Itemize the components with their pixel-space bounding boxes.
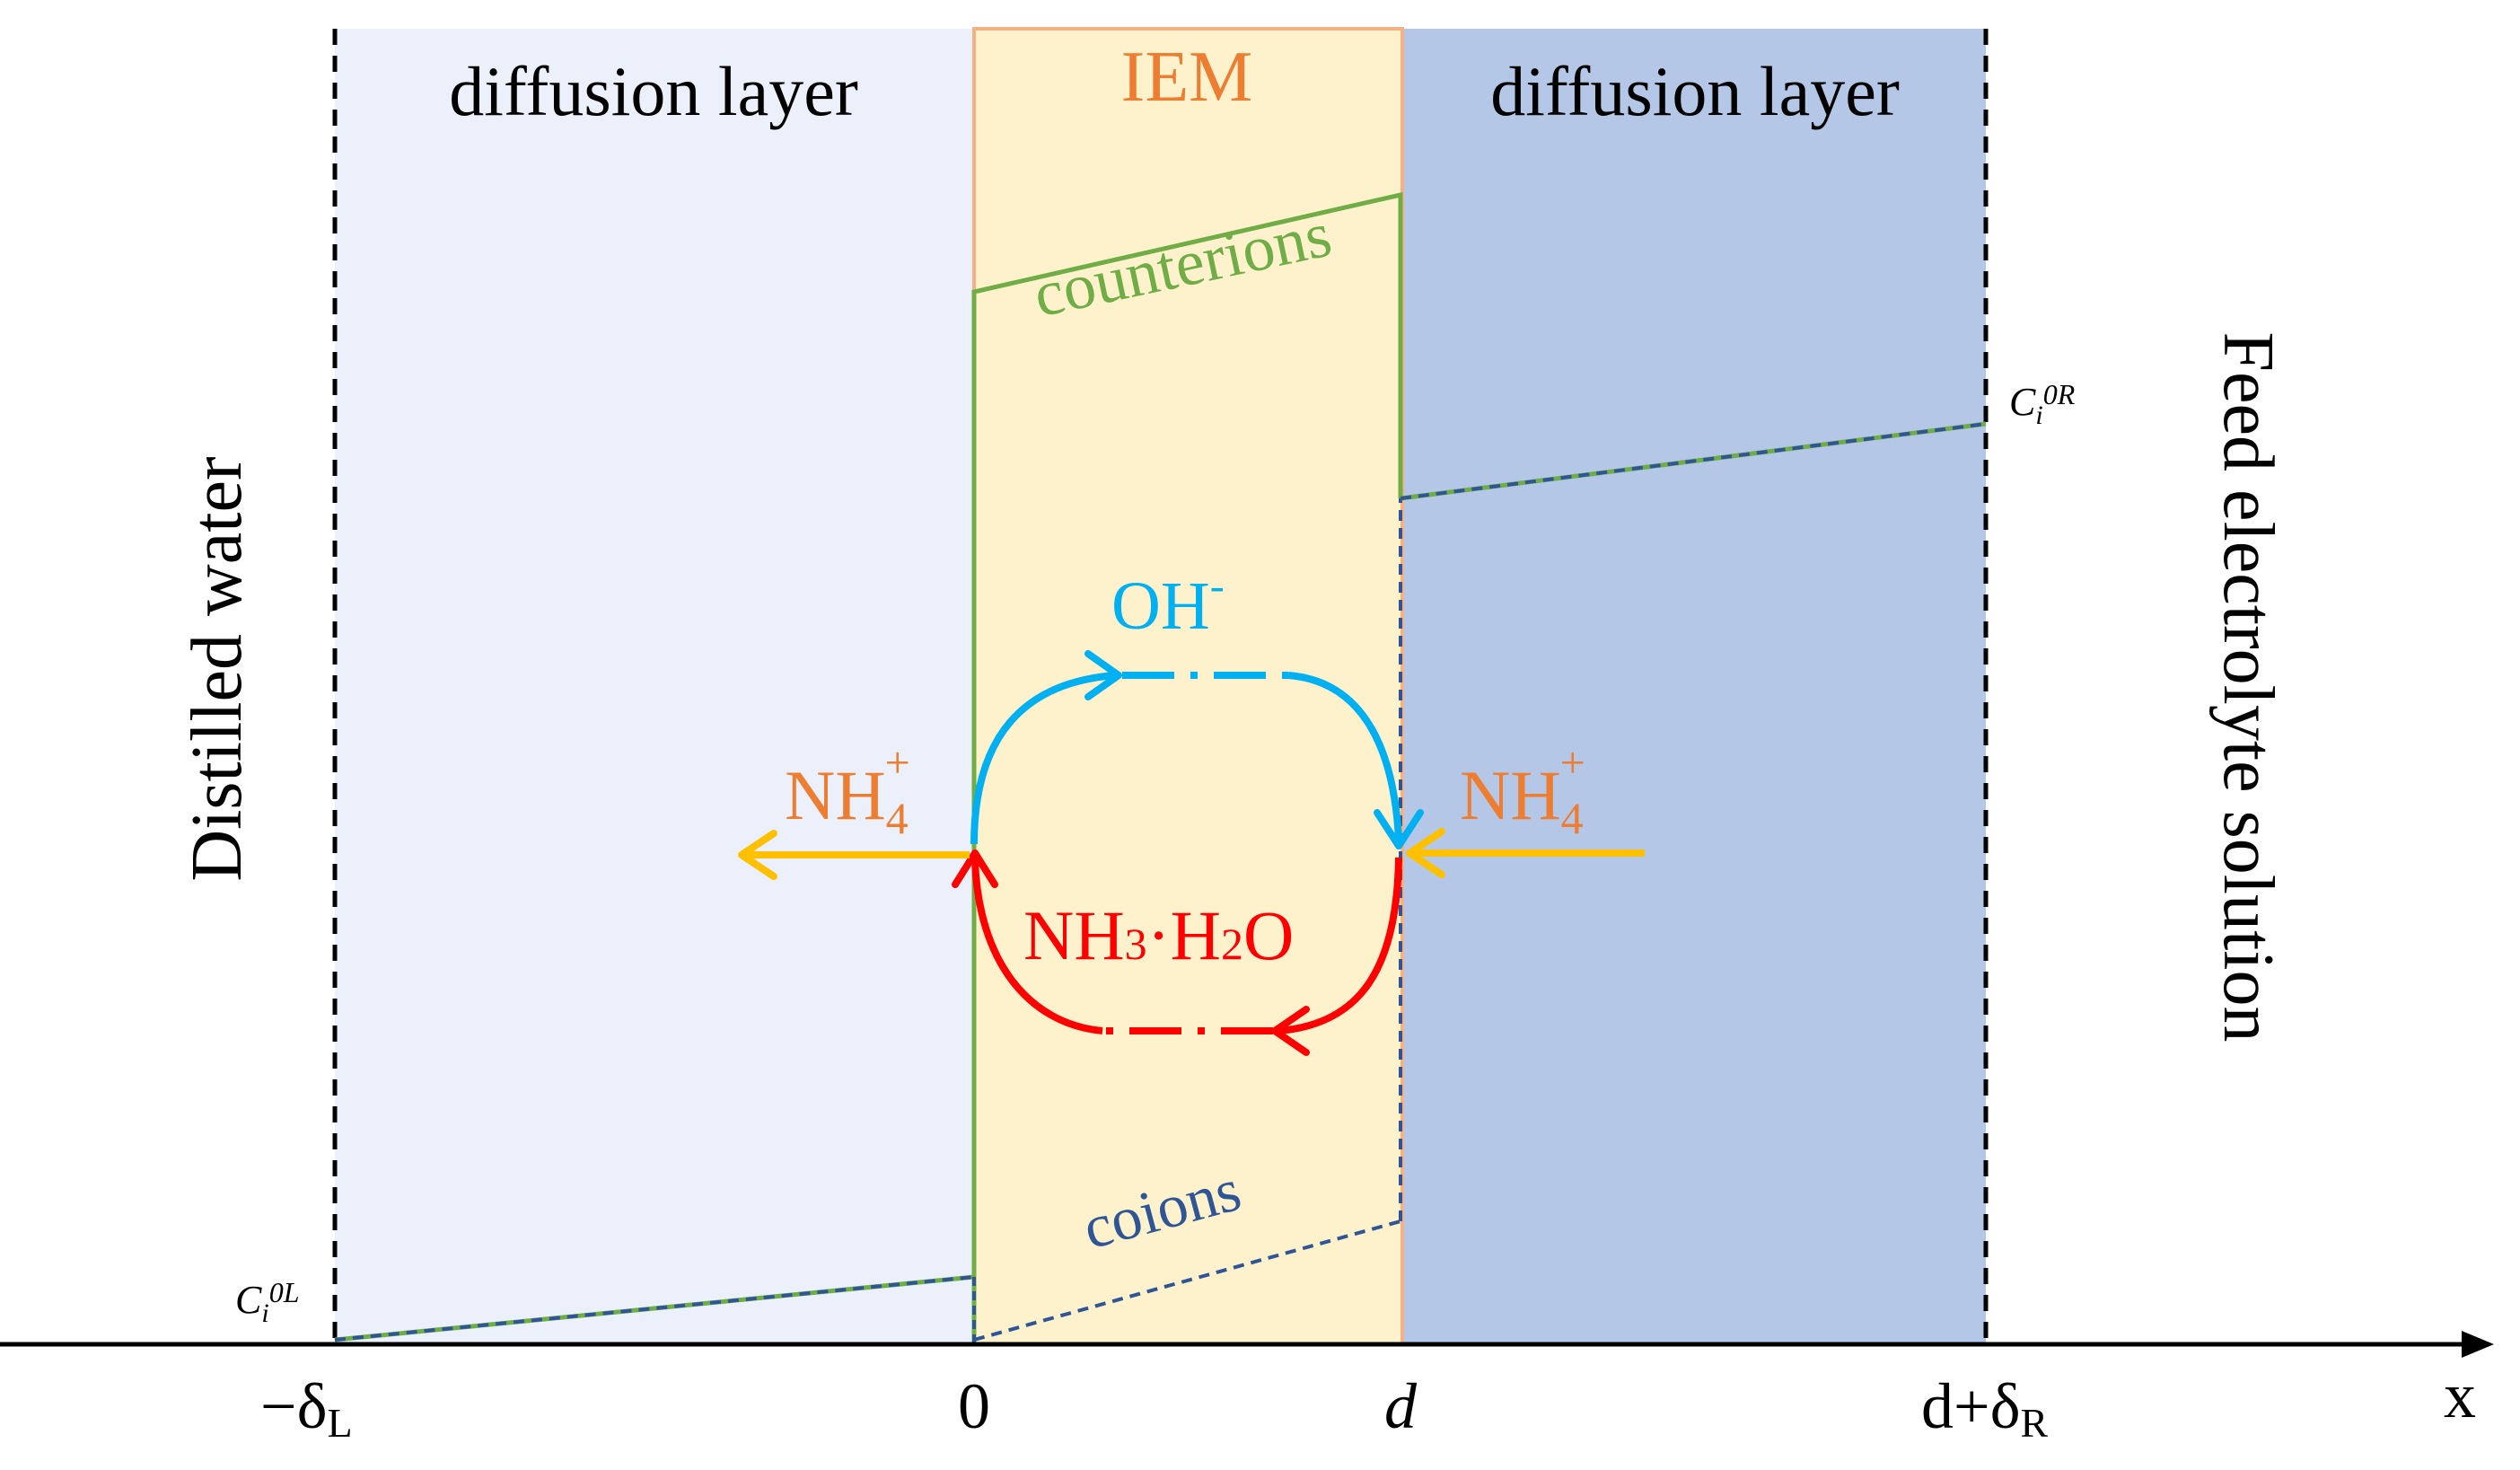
tick-label-d: d — [1384, 1370, 1418, 1442]
ammonia-arrowhead-top — [952, 849, 998, 888]
membrane-coion-profile — [973, 1219, 1401, 1342]
right-diffusion-layer — [1402, 29, 1986, 1344]
hydroxide-arrowhead-bottom — [1374, 809, 1424, 849]
ci-0r-label: Ci0R — [2009, 378, 2076, 430]
ammonia-arrowhead-bottom — [1271, 1006, 1310, 1056]
right-profile-dash — [1400, 422, 1987, 500]
hydroxide-arc-left — [970, 672, 1116, 845]
left-diffusion-layer-label: diffusion layer — [449, 52, 858, 130]
x-axis-arrowhead — [2462, 1331, 2494, 1358]
distilled-water-label: Distilled water — [178, 456, 257, 881]
ammonium-right-label: NH4+ — [1460, 737, 1585, 843]
ci-0l-label: Ci0L — [235, 1276, 300, 1328]
tick-label-minus-delta-l: −δL — [260, 1370, 353, 1446]
hydroxide-arc-right — [1287, 672, 1402, 841]
tick-label-zero: 0 — [958, 1370, 990, 1442]
feed-solution-label: Feed electrolyte solution — [2208, 332, 2287, 1043]
hydroxide-label: OH- — [1111, 562, 1225, 644]
ammonium-left-label: NH4+ — [785, 737, 910, 843]
tick-label-d-plus-delta-r: d+δR — [1921, 1370, 2049, 1446]
ammonium-right-arrowhead — [1406, 828, 1445, 878]
left-coion-profile-line — [334, 1274, 975, 1342]
x-axis-label: x — [2444, 1360, 2476, 1431]
membrane-label: IEM — [1121, 38, 1253, 117]
hydroxide-arrowhead-top — [1084, 650, 1122, 700]
right-diffusion-layer-label: diffusion layer — [1490, 52, 1900, 130]
left-diffusion-layer — [335, 29, 972, 1344]
ammonium-left-arrowhead — [738, 830, 777, 880]
ammonia-arc-right — [1278, 857, 1402, 1034]
ammonia-arc-left — [971, 859, 1103, 1034]
ammonia-label: NH3·H2O — [1023, 896, 1294, 974]
